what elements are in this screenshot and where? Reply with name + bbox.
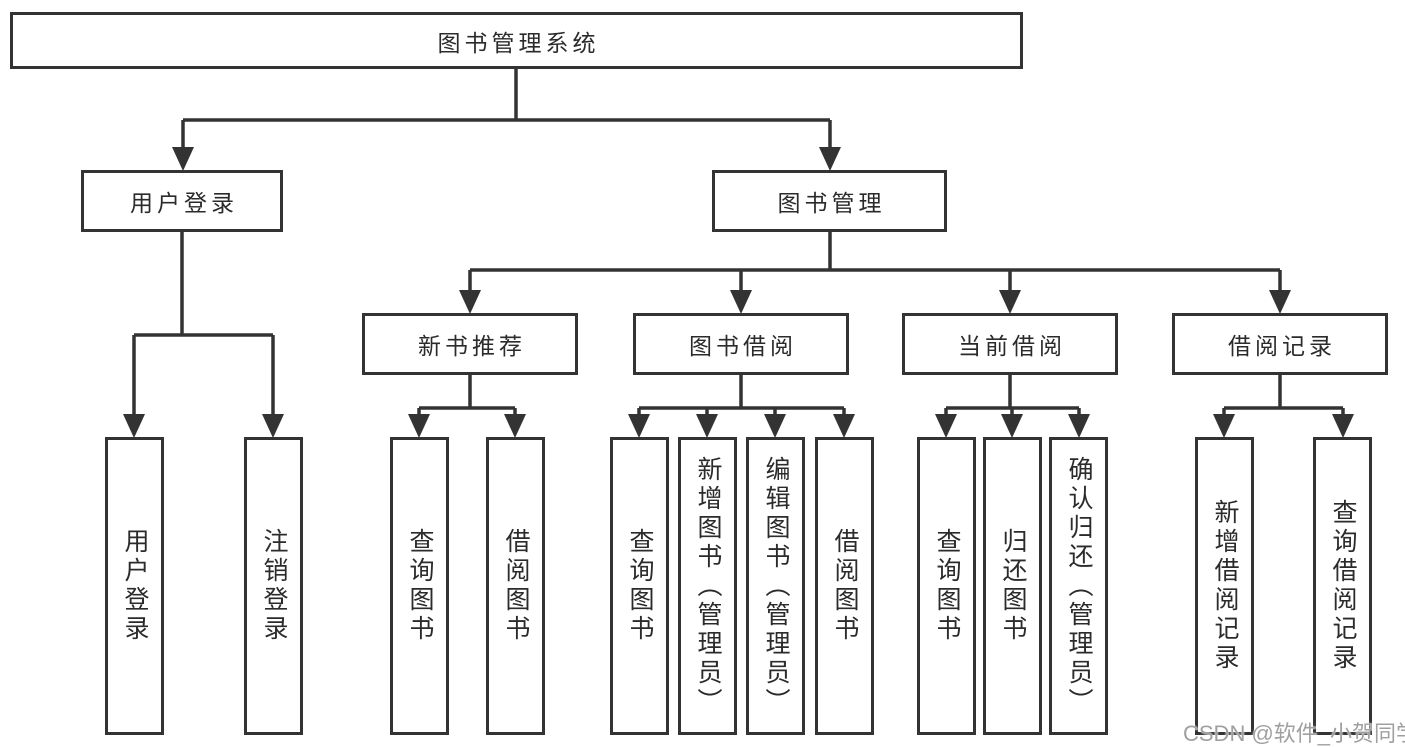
leaf-newbook-borrow: 借阅图书 [486,437,545,735]
node-book-borrow: 图书借阅 [633,313,849,375]
node-label: 查询图书 [626,528,654,644]
arrowhead-icon [172,147,194,171]
arrowhead-icon [504,414,526,438]
leaf-borrow-edit-admin: 编辑图书（管理员） [746,437,805,735]
node-label: 借阅图书 [831,528,859,644]
connector-user-login-children [123,232,284,438]
connector-root-to-level2 [172,69,841,171]
node-label: 新增借阅记录 [1211,499,1239,673]
node-label: 图书管理系统 [437,29,600,56]
leaf-user-login: 用户登录 [105,437,164,735]
arrowhead-icon [1068,414,1090,438]
node-label: 图书借阅 [689,333,797,359]
node-borrow-record: 借阅记录 [1172,313,1388,375]
arrowhead-icon [696,414,718,438]
leaf-record-add: 新增借阅记录 [1195,437,1254,735]
arrowhead-icon [123,414,145,438]
arrowhead-icon [459,290,481,314]
node-system-root: 图书管理系统 [10,12,1023,69]
arrowhead-icon [819,147,841,171]
arrowhead-icon [833,414,855,438]
node-label: 编辑图书（管理员） [762,455,790,717]
csdn-watermark: CSDN @软件_小贺同学 [1183,721,1405,746]
leaf-current-query: 查询图书 [917,437,976,735]
node-current-borrow: 当前借阅 [902,313,1118,375]
node-label: 借阅记录 [1228,333,1336,359]
arrowhead-icon [764,414,786,438]
node-book-management: 图书管理 [712,170,947,232]
arrowhead-icon [408,414,430,438]
connector-borrow-record-children [1213,375,1354,438]
node-label: 图书管理 [777,190,886,216]
arrowhead-icon [1213,414,1235,438]
node-label: 新书推荐 [418,333,526,359]
node-label: 查询借阅记录 [1329,499,1357,673]
node-label: 注销登录 [260,528,288,644]
node-label: 查询图书 [406,528,434,644]
node-label: 归还图书 [999,528,1027,644]
node-label: 确认归还（管理员） [1065,455,1093,717]
node-new-book-recommend: 新书推荐 [362,313,578,375]
leaf-newbook-query: 查询图书 [390,437,449,735]
leaf-borrow-borrow: 借阅图书 [815,437,874,735]
arrowhead-icon [1001,414,1023,438]
leaf-record-query: 查询借阅记录 [1313,437,1372,735]
connector-new-book-children [408,375,526,438]
arrowhead-icon [935,414,957,438]
leaf-logout: 注销登录 [244,437,303,735]
arrowhead-icon [1332,414,1354,438]
arrowhead-icon [262,414,284,438]
leaf-borrow-add-admin: 新增图书（管理员） [678,437,737,735]
arrowhead-icon [628,414,650,438]
connector-book-management-children [459,232,1291,314]
leaf-current-return: 归还图书 [983,437,1042,735]
node-user-login: 用户登录 [81,170,283,232]
node-label: 用户登录 [130,190,238,216]
node-label: 借阅图书 [502,528,530,644]
connector-book-borrow-children [628,375,855,438]
node-label: 当前借阅 [958,333,1066,359]
node-label: 用户登录 [121,528,149,644]
arrowhead-icon [730,290,752,314]
node-label: 新增图书（管理员） [694,455,722,717]
leaf-current-confirm-admin: 确认归还（管理员） [1049,437,1108,735]
arrowhead-icon [1269,290,1291,314]
leaf-borrow-query: 查询图书 [610,437,669,735]
node-label: 查询图书 [933,528,961,644]
arrowhead-icon [999,290,1021,314]
connector-current-borrow-children [935,375,1090,438]
